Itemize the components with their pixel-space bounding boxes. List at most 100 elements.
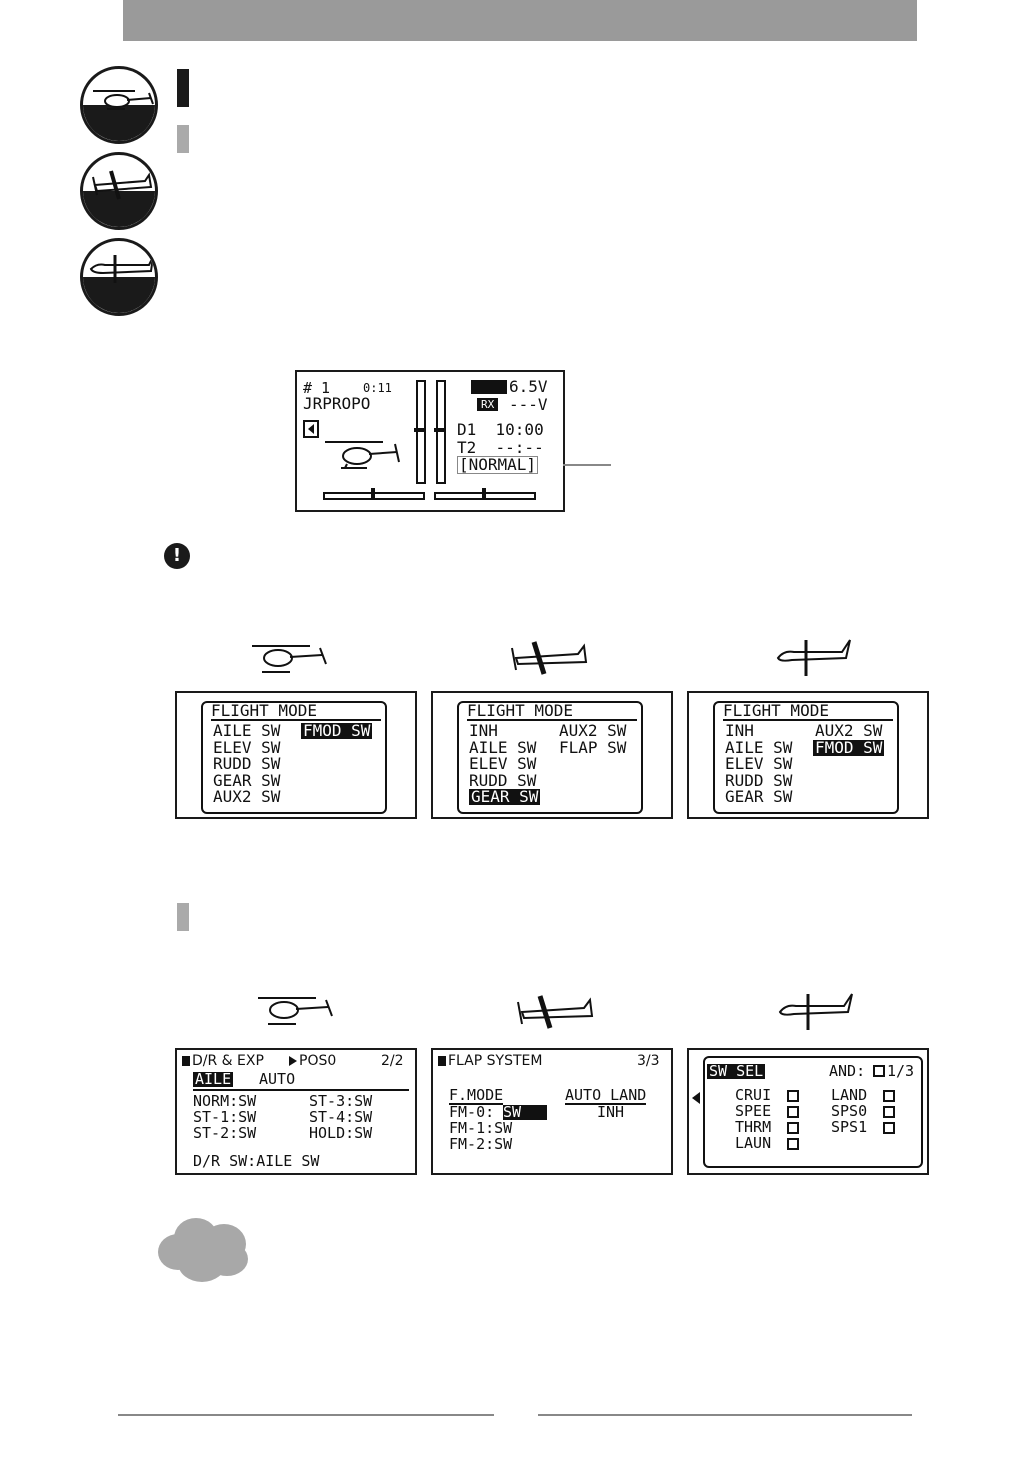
switch-option[interactable]: AILE SW <box>213 721 281 740</box>
bullet-icon <box>182 1056 190 1066</box>
switch-option[interactable]: RUDD SW <box>725 771 793 790</box>
subsection-marker <box>177 125 189 153</box>
mode-checkbox[interactable] <box>883 1122 895 1134</box>
position-label: POS0 <box>299 1053 337 1069</box>
cloud-icon <box>156 1214 252 1284</box>
switch-assign[interactable]: ST-4:SW <box>309 1108 373 1126</box>
fm0-label: FM-0: <box>449 1103 495 1121</box>
switch-option[interactable]: INH <box>725 721 754 740</box>
alert-icon: ! <box>164 543 190 569</box>
mode-checkbox[interactable] <box>787 1090 799 1102</box>
switch-assign[interactable]: ST-1:SW <box>193 1108 257 1126</box>
tab-aile[interactable]: AILE <box>193 1070 234 1088</box>
fm0-switch[interactable]: SW <box>503 1105 547 1120</box>
switch-option[interactable]: FLAP SW <box>559 738 627 757</box>
switch-option[interactable]: AILE SW <box>469 738 537 757</box>
switch-assign[interactable]: NORM:SW <box>193 1092 257 1110</box>
switch-option[interactable]: AILE SW <box>725 738 793 757</box>
screen-title: FLIGHT MODE <box>211 703 381 721</box>
dr-exp-screen: D/R & EXP POS0 2/2 AILE AUTO NORM:SW ST-… <box>175 1048 417 1175</box>
screen-frame <box>713 701 899 814</box>
switch-option[interactable]: RUDD SW <box>469 771 537 790</box>
helicopter-icon <box>258 997 333 1025</box>
small-timer: 0:11 <box>363 381 392 395</box>
dr-switch-setting[interactable]: D/R SW:AILE SW <box>193 1152 320 1170</box>
airplane-icon <box>517 995 594 1029</box>
switch-option[interactable]: GEAR SW <box>213 771 281 790</box>
switch-option[interactable]: INH <box>469 721 498 740</box>
page-indicator: 1/3 <box>887 1062 915 1080</box>
switch-option[interactable]: ELEV SW <box>725 754 793 773</box>
flight-mode-screen-airplane: FLIGHT MODE INH AILE SW ELEV SW RUDD SW … <box>431 691 673 819</box>
helicopter-badge-icon <box>80 66 158 144</box>
trim-indicator <box>371 488 375 500</box>
bullet-icon <box>438 1056 446 1066</box>
switch-assign[interactable]: ST-3:SW <box>309 1092 373 1110</box>
model-name: JRPROPO <box>303 394 371 413</box>
helicopter-icon <box>325 441 400 469</box>
glider-icon <box>776 639 851 676</box>
flight-mode-indicator: [NORMAL] <box>457 455 539 474</box>
footer-line-left <box>118 1414 494 1416</box>
mode-label: THRM <box>735 1118 772 1136</box>
switch-option-selected[interactable]: FMOD SW <box>301 721 373 740</box>
mode-checkbox[interactable] <box>883 1106 895 1118</box>
rudder-trim-bar <box>436 380 446 484</box>
screen-title: FLAP SYSTEM <box>448 1053 543 1069</box>
screen-frame <box>703 1056 923 1168</box>
switch-option[interactable]: AUX2 SW <box>815 721 883 740</box>
timer-t2: T2 --:-- <box>457 438 544 457</box>
mode-label: LAND <box>831 1086 868 1104</box>
fmode-header: F.MODE <box>449 1086 504 1105</box>
mode-label: LAUN <box>735 1134 772 1152</box>
screen-title: FLIGHT MODE <box>467 703 637 721</box>
subsection-marker <box>177 903 189 931</box>
and-label: AND: <box>829 1062 866 1080</box>
tx-battery-icon <box>471 380 507 394</box>
fm1-switch[interactable]: FM-1:SW <box>449 1119 513 1137</box>
sw-sel-screen: SW SEL AND: 1/3 CRUI SPEE THRM LAUN LAND… <box>687 1048 929 1175</box>
arrow-right-icon <box>289 1056 297 1066</box>
page-indicator: 3/3 <box>637 1053 660 1069</box>
section-marker <box>177 69 189 107</box>
timer-d1: D1 10:00 <box>457 420 544 439</box>
mode-checkbox[interactable] <box>883 1090 895 1102</box>
speaker-icon <box>303 420 319 438</box>
tab-auto[interactable]: AUTO <box>259 1070 296 1088</box>
autoland-header: AUTO LAND <box>565 1086 647 1105</box>
switch-option[interactable]: ELEV SW <box>213 738 281 757</box>
switch-option[interactable]: AUX2 SW <box>213 787 281 806</box>
mode-checkbox[interactable] <box>787 1122 799 1134</box>
callout-line <box>563 464 611 466</box>
flight-mode-screen-heli: FLIGHT MODE AILE SW ELEV SW RUDD SW GEAR… <box>175 691 417 819</box>
trim-indicator <box>414 428 426 432</box>
mode-checkbox[interactable] <box>787 1138 799 1150</box>
switch-option[interactable]: GEAR SW <box>725 787 793 806</box>
switch-option[interactable]: RUDD SW <box>213 754 281 773</box>
switch-option[interactable]: AUX2 SW <box>559 721 627 740</box>
mode-label: SPS0 <box>831 1102 868 1120</box>
header-bar <box>123 0 917 41</box>
mode-label: CRUI <box>735 1086 772 1104</box>
and-checkbox[interactable] <box>873 1065 885 1077</box>
arrow-left-icon <box>692 1092 700 1104</box>
airplane-badge-icon <box>80 152 158 230</box>
autoland-value[interactable]: INH <box>597 1103 625 1121</box>
mode-checkbox[interactable] <box>787 1106 799 1118</box>
glider-icon <box>778 993 853 1030</box>
fm2-switch[interactable]: FM-2:SW <box>449 1135 513 1153</box>
screen-frame <box>457 701 643 814</box>
switch-option-selected[interactable]: GEAR SW <box>469 787 541 806</box>
footer-line-right <box>538 1414 912 1416</box>
flight-mode-screen-glider: FLIGHT MODE INH AILE SW ELEV SW RUDD SW … <box>687 691 929 819</box>
mode-label: SPS1 <box>831 1118 868 1136</box>
switch-option[interactable]: ELEV SW <box>469 754 537 773</box>
switch-assign[interactable]: HOLD:SW <box>309 1124 373 1142</box>
switch-assign[interactable]: ST-2:SW <box>193 1124 257 1142</box>
page-indicator: 2/2 <box>381 1053 404 1069</box>
divider <box>193 1089 409 1091</box>
trim-indicator <box>434 428 446 432</box>
rx-voltage: ---V <box>509 395 548 414</box>
screen-title: D/R & EXP <box>192 1053 264 1069</box>
switch-option-selected[interactable]: FMOD SW <box>813 738 885 757</box>
